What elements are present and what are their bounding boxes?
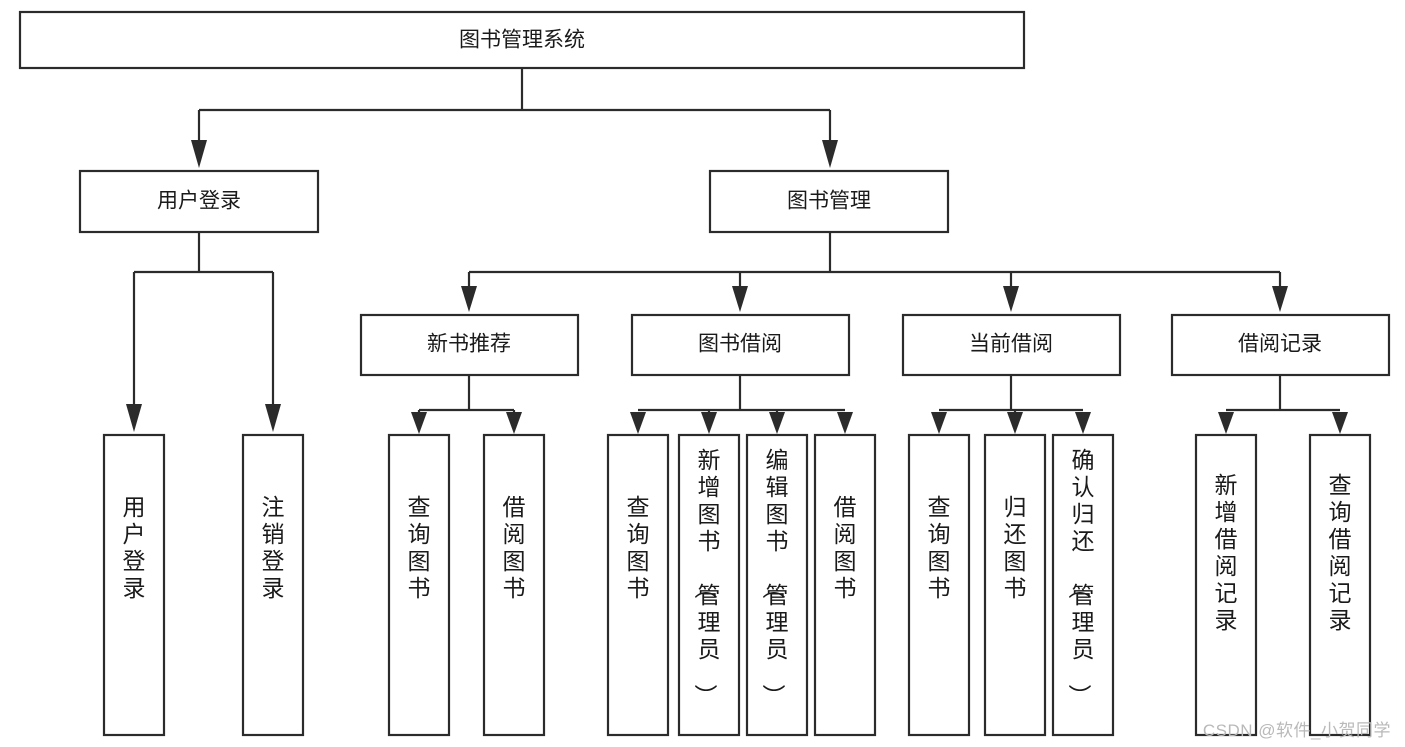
leaf-edit-book-label: 编辑图书（管理员） bbox=[761, 447, 789, 707]
leaf-query-borrow-record-label: 查询借阅记录 bbox=[1329, 472, 1352, 633]
node-borrow-record[interactable]: 借阅记录 bbox=[1170, 313, 1391, 377]
leaf-node-borrow-book[interactable]: 借阅图书 bbox=[813, 433, 877, 737]
arrow-bm-to-borrow bbox=[732, 286, 748, 312]
leaf-node-query-borrow-record[interactable]: 查询借阅记录 bbox=[1308, 433, 1372, 737]
arrow-root-to-book-manage bbox=[822, 140, 838, 168]
leaf-node-user-login[interactable]: 用户登录 bbox=[102, 433, 166, 737]
leaf-query-book-current-box bbox=[907, 433, 971, 737]
node-borrow-record-label: 借阅记录 bbox=[1238, 333, 1322, 356]
node-user-login[interactable]: 用户登录 bbox=[78, 169, 320, 234]
node-book-borrow-label: 图书借阅 bbox=[698, 333, 782, 356]
leaf-node-query-book-borrow[interactable]: 查询图书 bbox=[606, 433, 670, 737]
node-book-manage[interactable]: 图书管理 bbox=[708, 169, 950, 234]
node-book-manage-box bbox=[708, 169, 950, 234]
node-root[interactable]: 图书管理系统 bbox=[18, 10, 1026, 70]
arrow-recommend-l2 bbox=[506, 412, 522, 434]
leaf-borrow-book-recommend-box bbox=[482, 433, 546, 737]
leaf-query-book-current-label: 查询图书 bbox=[928, 494, 951, 601]
leaf-add-borrow-record-label: 新增借阅记录 bbox=[1215, 472, 1238, 633]
arrow-user-login-to-leaf2 bbox=[265, 404, 281, 432]
arrow-recommend-l1 bbox=[411, 412, 427, 434]
node-root-label: 图书管理系统 bbox=[459, 29, 585, 52]
node-book-borrow-box bbox=[630, 313, 851, 377]
leaf-query-book-borrow-box bbox=[606, 433, 670, 737]
leaf-add-borrow-record-box bbox=[1194, 433, 1258, 737]
node-user-login-box bbox=[78, 169, 320, 234]
node-new-book-recommend-box bbox=[359, 313, 580, 377]
arrow-borrow-l3 bbox=[769, 412, 785, 434]
arrow-current-l3 bbox=[1075, 412, 1091, 434]
leaf-borrow-book-box bbox=[813, 433, 877, 737]
leaf-logout-label: 注销登录 bbox=[262, 494, 285, 601]
arrow-borrow-l1 bbox=[630, 412, 646, 434]
arrow-user-login-to-leaf1 bbox=[126, 404, 142, 432]
arrow-bm-to-current bbox=[1003, 286, 1019, 312]
leaf-node-confirm-return[interactable]: 确认归还（管理员） bbox=[1051, 433, 1115, 737]
leaf-borrow-book-recommend-label: 借阅图书 bbox=[503, 494, 526, 601]
node-book-manage-label: 图书管理 bbox=[787, 190, 871, 213]
node-borrow-record-box bbox=[1170, 313, 1391, 377]
arrow-borrow-l4 bbox=[837, 412, 853, 434]
leaf-node-query-book-current[interactable]: 查询图书 bbox=[907, 433, 971, 737]
leaf-node-borrow-book-recommend[interactable]: 借阅图书 bbox=[482, 433, 546, 737]
leaf-logout-box bbox=[241, 433, 305, 737]
leaf-query-book-recommend-box bbox=[387, 433, 451, 737]
node-current-borrow-label: 当前借阅 bbox=[969, 333, 1053, 356]
arrow-record-l1 bbox=[1218, 412, 1234, 434]
node-new-book-recommend-label: 新书推荐 bbox=[427, 333, 511, 356]
leaf-query-book-recommend-label: 查询图书 bbox=[408, 494, 431, 601]
leaf-node-return-book[interactable]: 归还图书 bbox=[983, 433, 1047, 737]
leaf-node-logout[interactable]: 注销登录 bbox=[241, 433, 305, 737]
node-current-borrow[interactable]: 当前借阅 bbox=[901, 313, 1122, 377]
arrow-borrow-l2 bbox=[701, 412, 717, 434]
leaf-return-book-label: 归还图书 bbox=[1004, 494, 1027, 601]
arrow-current-l2 bbox=[1007, 412, 1023, 434]
leaf-confirm-return-box bbox=[1051, 433, 1115, 737]
leaf-edit-book-box bbox=[745, 433, 809, 737]
leaf-add-book-label: 新增图书（管理员） bbox=[693, 447, 721, 707]
node-book-borrow[interactable]: 图书借阅 bbox=[630, 313, 851, 377]
leaf-node-add-book[interactable]: 新增图书（管理员） bbox=[677, 433, 741, 737]
leaf-borrow-book-label: 借阅图书 bbox=[834, 494, 857, 601]
node-current-borrow-box bbox=[901, 313, 1122, 377]
node-new-book-recommend[interactable]: 新书推荐 bbox=[359, 313, 580, 377]
arrow-record-l2 bbox=[1332, 412, 1348, 434]
connector-layer bbox=[126, 68, 1348, 434]
leaf-query-book-borrow-label: 查询图书 bbox=[627, 494, 650, 601]
leaf-node-edit-book[interactable]: 编辑图书（管理员） bbox=[745, 433, 809, 737]
arrow-root-to-user-login bbox=[191, 140, 207, 168]
leaf-node-add-borrow-record[interactable]: 新增借阅记录 bbox=[1194, 433, 1258, 737]
leaf-confirm-return-label: 确认归还（管理员） bbox=[1067, 447, 1095, 707]
leaf-return-book-box bbox=[983, 433, 1047, 737]
leaf-user-login-box bbox=[102, 433, 166, 737]
leaf-user-login-label: 用户登录 bbox=[123, 494, 146, 601]
arrow-current-l1 bbox=[931, 412, 947, 434]
arrow-bm-to-recommend bbox=[461, 286, 477, 312]
leaf-query-borrow-record-box bbox=[1308, 433, 1372, 737]
node-root-box bbox=[18, 10, 1026, 70]
leaf-node-query-book-recommend[interactable]: 查询图书 bbox=[387, 433, 451, 737]
leaf-add-book-box bbox=[677, 433, 741, 737]
node-user-login-label: 用户登录 bbox=[157, 190, 241, 213]
arrow-bm-to-record bbox=[1272, 286, 1288, 312]
